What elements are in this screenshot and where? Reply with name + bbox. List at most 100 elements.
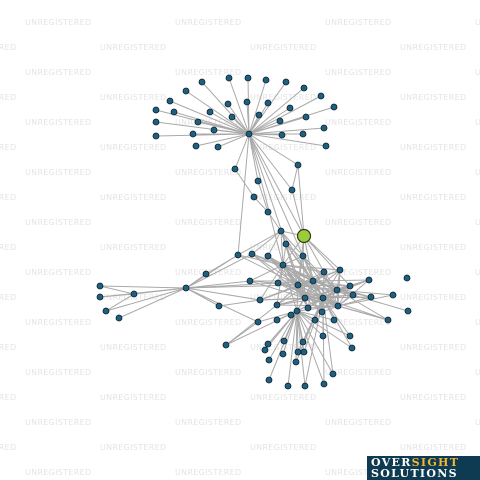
network-edge <box>303 297 324 353</box>
network-edge <box>302 255 339 307</box>
network-edge <box>248 133 327 147</box>
network-node <box>320 380 328 388</box>
network-node <box>273 316 281 324</box>
network-node <box>294 348 302 356</box>
network-edge <box>257 180 269 213</box>
network-node <box>265 376 273 384</box>
network-edge <box>282 264 325 273</box>
network-edge <box>312 279 370 282</box>
network-node <box>317 92 325 100</box>
network-node <box>228 113 236 121</box>
network-node <box>273 301 281 309</box>
network-edge <box>248 133 284 266</box>
network-node <box>389 291 397 299</box>
network-node <box>384 316 392 324</box>
network-node <box>254 177 262 185</box>
network-node <box>215 302 223 310</box>
network-edge <box>277 282 339 307</box>
network-edge <box>303 235 351 287</box>
network-edge <box>195 133 250 147</box>
network-edge <box>312 280 339 307</box>
network-node <box>336 266 344 274</box>
network-node <box>300 348 308 356</box>
network-node <box>210 126 218 134</box>
network-node <box>170 108 178 116</box>
network-node <box>294 161 302 169</box>
network-node <box>349 291 357 299</box>
network-node <box>302 113 310 121</box>
network-edge <box>337 285 351 307</box>
network-node <box>250 193 258 201</box>
network-node <box>287 311 295 319</box>
network-edge <box>276 297 306 306</box>
network-node <box>301 382 309 390</box>
network-edge <box>268 310 298 361</box>
network-edge <box>205 254 239 275</box>
network-node <box>299 252 307 260</box>
network-edge <box>246 101 250 135</box>
network-edge <box>297 284 354 296</box>
network-edge <box>99 293 135 298</box>
network-node <box>222 341 230 349</box>
network-node <box>244 74 252 82</box>
network-node <box>214 143 222 151</box>
network-edge <box>248 114 260 135</box>
network-node <box>224 100 232 108</box>
network-edge <box>259 264 284 301</box>
network-edge <box>248 81 287 135</box>
node-layer <box>96 74 412 390</box>
network-node <box>182 87 190 95</box>
network-node <box>282 78 290 86</box>
network-node <box>202 270 210 278</box>
network-edge <box>118 287 187 319</box>
network-edge <box>297 269 341 286</box>
network-node <box>329 370 337 378</box>
network-edge <box>291 189 305 237</box>
network-edge <box>296 310 353 349</box>
network-node <box>152 106 160 114</box>
network-edge <box>251 253 299 286</box>
network-edge <box>99 285 135 295</box>
logo-line-2: SOLUTIONS <box>371 467 458 480</box>
edge-layer <box>99 77 409 387</box>
network-node <box>292 358 300 366</box>
network-node <box>262 76 270 84</box>
network-node <box>234 251 242 259</box>
network-edge <box>213 129 250 135</box>
network-edge <box>352 294 409 312</box>
network-node <box>319 294 327 302</box>
network-node <box>304 304 312 312</box>
network-edge <box>268 310 298 381</box>
network-edge <box>105 293 135 312</box>
network-node <box>299 130 307 138</box>
network-node <box>330 316 338 324</box>
network-node <box>279 350 287 358</box>
network-node <box>299 338 307 346</box>
network-node <box>277 227 285 235</box>
network-node <box>274 279 282 287</box>
oversight-solutions-logo: OVERSIGHT SOLUTIONS <box>367 456 480 480</box>
network-node <box>346 332 354 340</box>
network-edge <box>253 196 269 213</box>
network-node <box>348 344 356 352</box>
network-node <box>294 281 302 289</box>
network-edge <box>296 284 299 312</box>
network-edge <box>249 280 306 299</box>
network-node <box>278 131 286 139</box>
network-edge <box>296 310 306 387</box>
network-edge <box>225 310 298 346</box>
network-edge <box>282 243 287 266</box>
network-node <box>192 142 200 150</box>
network-node <box>264 99 272 107</box>
network-node <box>166 97 174 105</box>
network-edge <box>173 111 250 135</box>
network-node <box>248 250 256 258</box>
network-edge <box>248 116 307 135</box>
network-edge <box>169 100 250 135</box>
network-edge <box>296 310 324 337</box>
network-node <box>261 346 269 354</box>
network-node <box>264 340 272 348</box>
network-node <box>288 186 296 194</box>
network-edge <box>185 280 251 289</box>
